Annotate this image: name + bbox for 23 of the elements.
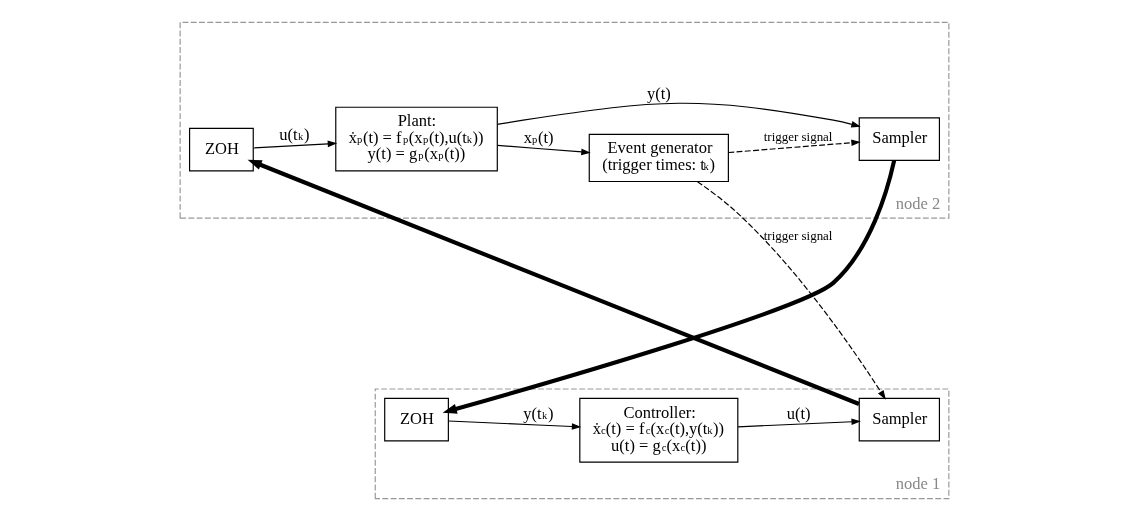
node-box: Sampler — [858, 117, 940, 161]
node-box: Controller: ẋc(t) = fc(xc(t),y(tk)) u(t) = gc(xc(t)) — [579, 397, 739, 463]
edge-label: u(tk) — [279, 125, 310, 145]
edge-label: y(t) — [647, 84, 671, 104]
node-box: ZOH — [189, 127, 254, 172]
edge-label: y(tk) — [523, 403, 554, 423]
node-box: Plant: ẋp(t) = fp(xp(t),u(tk)) y(t) = gp(xp(t)) — [335, 106, 498, 172]
arrow — [737, 418, 861, 428]
arrow — [442, 159, 897, 414]
arrow — [696, 181, 886, 400]
edge-label: u(t) — [786, 403, 811, 423]
edge-label: xp(t) — [523, 127, 554, 147]
arrow — [497, 102, 861, 128]
node-box: ZOH — [384, 397, 449, 442]
node-box: Sampler — [858, 397, 940, 442]
node-box: Event generator (trigger times: tk) — [588, 133, 729, 183]
arrow — [497, 144, 591, 156]
arrow — [247, 159, 860, 406]
arrow — [728, 139, 861, 154]
arrow — [448, 420, 582, 430]
arrow — [252, 140, 338, 149]
edge-label: trigger signal — [763, 129, 833, 145]
edge-label: trigger signal — [763, 228, 833, 244]
